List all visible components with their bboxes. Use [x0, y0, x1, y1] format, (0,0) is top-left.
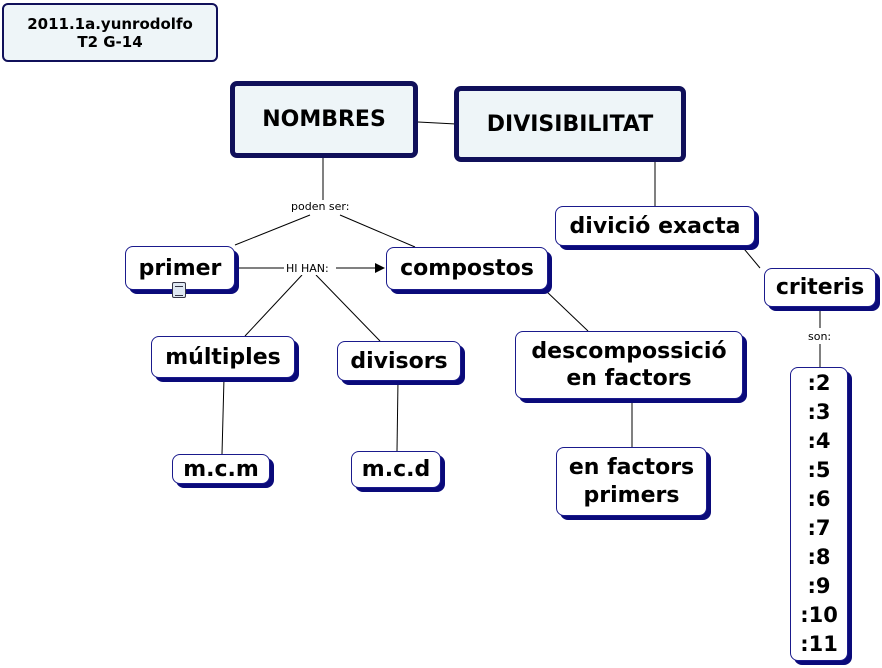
link-label-hi-han: HI HAN:: [284, 262, 331, 275]
concept-nombres-label: NOMBRES: [262, 107, 386, 132]
divisor-item: :8: [807, 545, 831, 569]
concept-descomposicio-line1: descompossició: [531, 339, 727, 364]
author-line1: 2011.1a.yunrodolfo: [27, 14, 193, 33]
divisor-item: :10: [800, 603, 838, 627]
concept-compostos[interactable]: compostos: [386, 247, 548, 290]
divisor-item: :9: [807, 574, 831, 598]
concept-divisors-label: divisors: [350, 348, 448, 374]
concept-nombres[interactable]: NOMBRES: [230, 81, 418, 158]
concept-divisors[interactable]: divisors: [337, 341, 461, 381]
divisor-item: :3: [807, 400, 831, 424]
note-icon[interactable]: [172, 282, 186, 298]
link-label-son: son:: [806, 330, 834, 343]
link-divisors-mcd: [396, 379, 399, 452]
concept-compostos-label: compostos: [400, 256, 534, 281]
author-box: 2011.1a.yunrodolfo T2 G-14: [2, 3, 218, 62]
link-multiples-mcm: [221, 377, 225, 455]
divisor-item: :11: [800, 632, 838, 656]
link-poden-ser-primer: [234, 214, 311, 246]
concept-descomposicio-line2: en factors: [566, 366, 692, 391]
divisor-item: :6: [807, 487, 831, 511]
concept-multiples-label: múltiples: [165, 344, 281, 370]
author-line2: T2 G-14: [77, 32, 143, 51]
concept-divicio-exacta-label: divició exacta: [569, 213, 741, 239]
link-label-poden-ser: poden ser:: [289, 200, 352, 213]
concept-criteris[interactable]: criteris: [764, 268, 876, 307]
concept-multiples[interactable]: múltiples: [151, 336, 295, 378]
link-hi-han-divisors: [315, 274, 381, 342]
link-poden-ser-compostos: [339, 214, 416, 248]
link-divicio-criteris: [739, 243, 761, 269]
divisor-item: :7: [807, 516, 831, 540]
divisor-item: :2: [807, 371, 831, 395]
concept-divisibilitat[interactable]: DIVISIBILITAT: [454, 86, 686, 162]
concept-factors-primers-line2: primers: [583, 482, 680, 508]
concept-descomposicio[interactable]: descompossició en factors: [515, 331, 743, 399]
concept-mcd-label: m.c.d: [361, 457, 431, 482]
concept-criteris-label: criteris: [775, 275, 865, 300]
link-nombres-divisibilitat: [417, 121, 457, 125]
link-hi-han-multiples: [244, 274, 303, 337]
concept-mcm[interactable]: m.c.m: [172, 454, 270, 484]
concept-mcm-label: m.c.m: [183, 456, 259, 482]
concept-factors-primers[interactable]: en factors primers: [556, 447, 707, 516]
concept-mcd[interactable]: m.c.d: [351, 451, 441, 488]
divisor-item: :4: [807, 429, 831, 453]
divisor-item: :5: [807, 458, 831, 482]
link-compostos-descomposicio: [544, 289, 589, 332]
concept-divisors-list[interactable]: :2 :3 :4 :5 :6 :7 :8 :9 :10 :11: [790, 367, 848, 661]
concept-divicio-exacta[interactable]: divició exacta: [555, 206, 755, 246]
concept-divisibilitat-label: DIVISIBILITAT: [486, 111, 654, 137]
concept-primer-label: primer: [138, 255, 222, 281]
concept-factors-primers-line1: en factors: [568, 454, 695, 480]
